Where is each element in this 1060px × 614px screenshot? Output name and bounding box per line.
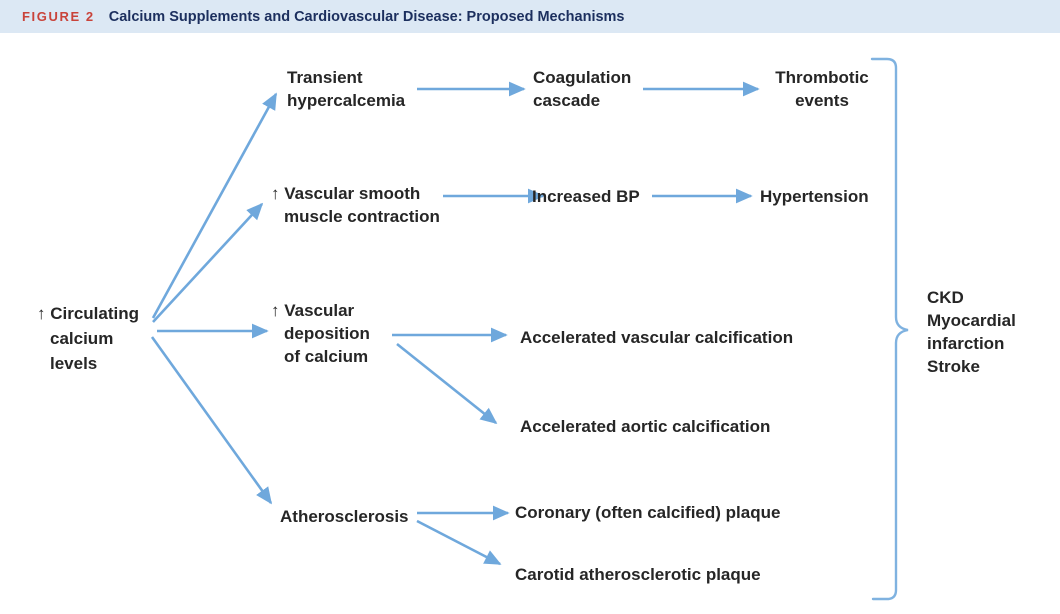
- node-vascular-smooth-muscle-contraction: ↑ Vascular smooth muscle contraction: [271, 184, 440, 226]
- node-atherosclerosis: Atherosclerosis: [280, 507, 409, 526]
- figure-title: Calcium Supplements and Cardiovascular D…: [108, 8, 625, 25]
- arrow-source-to-vascular-smooth-muscle: [152, 202, 264, 323]
- arrow-atherosclerosis-to-carotid-plaque: [416, 519, 502, 566]
- node-hypertension: Hypertension: [760, 187, 869, 206]
- node-final-outcomes: CKD Myocardial infarction Stroke: [927, 288, 1016, 376]
- node-transient-hypercalcemia: Transient hypercalcemia: [287, 68, 406, 110]
- arrow-deposition-to-aortic-calcification: [396, 342, 498, 425]
- outcomes-brace: [870, 57, 909, 601]
- node-carotid-plaque: Carotid atherosclerotic plaque: [515, 565, 761, 584]
- node-accelerated-aortic-calcification: Accelerated aortic calcification: [520, 417, 771, 436]
- figure-label: FIGURE 2: [22, 9, 95, 24]
- node-vascular-deposition-of-calcium: ↑ Vascular deposition of calcium: [271, 301, 370, 366]
- node-coagulation-cascade: Coagulation cascade: [533, 68, 632, 110]
- node-increased-bp: Increased BP: [532, 187, 640, 206]
- node-coronary-plaque: Coronary (often calcified) plaque: [515, 503, 781, 522]
- figure-header: FIGURE 2 Calcium Supplements and Cardiov…: [0, 0, 1060, 33]
- arrow-source-to-atherosclerosis: [150, 336, 273, 505]
- node-accelerated-vascular-calcification: Accelerated vascular calcification: [520, 328, 794, 347]
- node-thrombotic-events: Thrombotic events: [775, 68, 869, 110]
- arrow-source-to-transient-hypercalcemia: [151, 92, 278, 319]
- node-circulating-calcium-levels: ↑ Circulating calcium levels: [37, 304, 140, 373]
